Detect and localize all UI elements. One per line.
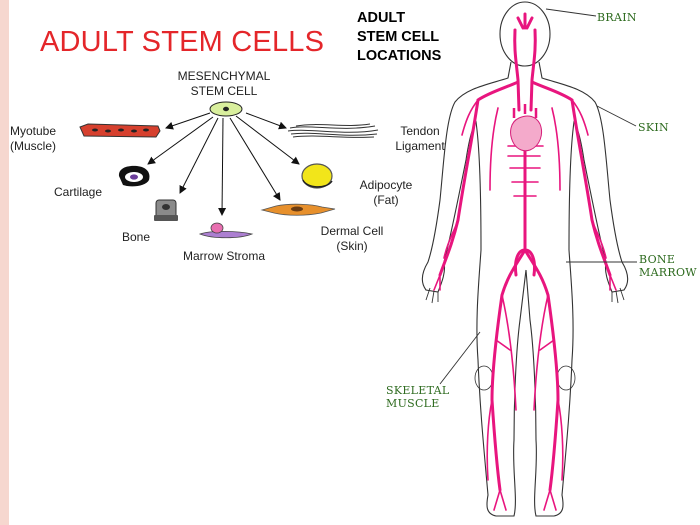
locations-heading-line3: LOCATIONS — [357, 48, 442, 64]
bone-marrow-label: BONE MARROW — [639, 253, 697, 279]
brain-label: BRAIN — [597, 11, 637, 24]
human-body-outline — [421, 1, 629, 517]
location-pointer-lines — [439, 8, 637, 385]
bone-cell-icon — [154, 199, 178, 221]
page-title: ADULT STEM CELLS — [40, 26, 325, 58]
stem-cell-label-line1: MESENCHYMAL — [177, 69, 271, 83]
adipocyte-label-line2: (Fat) — [373, 193, 399, 207]
myotube-cell-icon — [79, 123, 161, 138]
stem-cell-label-line2: STEM CELL — [190, 84, 258, 98]
tendon-fibers-icon — [287, 123, 379, 138]
bone-marrow-label-line2: MARROW — [639, 266, 697, 279]
heart-icon — [510, 104, 543, 152]
skeletal-muscle-label-line2: MUSCLE — [386, 397, 440, 410]
adipocyte-cell-icon — [301, 163, 333, 189]
dermal-cell-label: Dermal Cell (Skin) — [310, 224, 394, 254]
differentiation-arrows — [147, 112, 300, 216]
marrow-stroma-label: Marrow Stroma — [183, 249, 266, 263]
tendon-label: Tendon Ligament — [385, 124, 455, 154]
cartilage-label: Cartilage — [54, 185, 103, 199]
bone-label: Bone — [122, 230, 151, 244]
bone-marrow-label-line1: BONE — [639, 253, 676, 266]
skin-label: SKIN — [638, 121, 669, 134]
dermal-cell-label-line1: Dermal Cell — [320, 224, 384, 238]
myotube-label-line2: (Muscle) — [10, 139, 57, 153]
mesenchymal-stem-cell-icon — [209, 101, 243, 117]
vascular-system — [433, 12, 617, 511]
adipocyte-label-line1: Adipocyte — [359, 178, 413, 192]
marrow-stroma-cell-icon — [198, 222, 254, 239]
dermal-cell-label-line2: (Skin) — [336, 239, 368, 253]
myotube-label: Myotube (Muscle) — [10, 124, 56, 154]
tendon-label-line2: Ligament — [395, 139, 445, 153]
stem-cell-label: MESENCHYMAL STEM CELL — [168, 69, 280, 99]
left-accent-bar — [0, 0, 9, 525]
locations-heading-line2: STEM CELL — [357, 29, 440, 45]
skeletal-muscle-label: SKELETAL MUSCLE — [386, 384, 450, 410]
locations-heading: ADULT STEM CELL LOCATIONS — [357, 9, 441, 66]
skeletal-muscle-label-line1: SKELETAL — [386, 384, 450, 397]
cartilage-cell-icon — [118, 165, 150, 187]
myotube-label-line1: Myotube — [10, 124, 57, 138]
dermal-cell-icon — [260, 203, 336, 216]
tendon-label-line1: Tendon — [400, 124, 440, 138]
locations-heading-line1: ADULT — [357, 10, 406, 26]
adipocyte-label: Adipocyte (Fat) — [350, 178, 422, 208]
